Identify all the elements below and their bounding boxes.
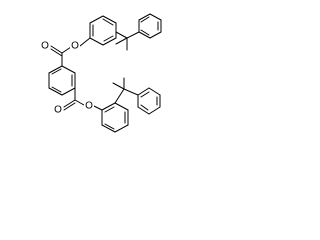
bottom-dimethylmethyl-group: [112, 77, 139, 104]
ester-top-carbonyl-oxygen-label: O: [41, 41, 49, 52]
top-phenyl-ring: [138, 13, 162, 39]
top-ester-group: [50, 37, 91, 67]
ester-top-link-oxygen-label: O: [71, 41, 79, 52]
top-dimethylmethyl-group: [115, 31, 140, 51]
ester-bottom-link-oxygen-label: O: [85, 101, 93, 112]
bottom-phenyl-ring: [137, 87, 161, 115]
chemical-structure-diagram: O O O O: [40, 13, 162, 133]
top-phenoxy-ring: [89, 15, 117, 46]
bottom-phenoxy-ring: [101, 102, 129, 133]
atom-labels: O O O O: [40, 40, 94, 116]
central-benzene-ring: [48, 65, 76, 96]
bottom-ester-group: [63, 87, 103, 111]
ester-bottom-carbonyl-oxygen-label: O: [54, 105, 62, 116]
